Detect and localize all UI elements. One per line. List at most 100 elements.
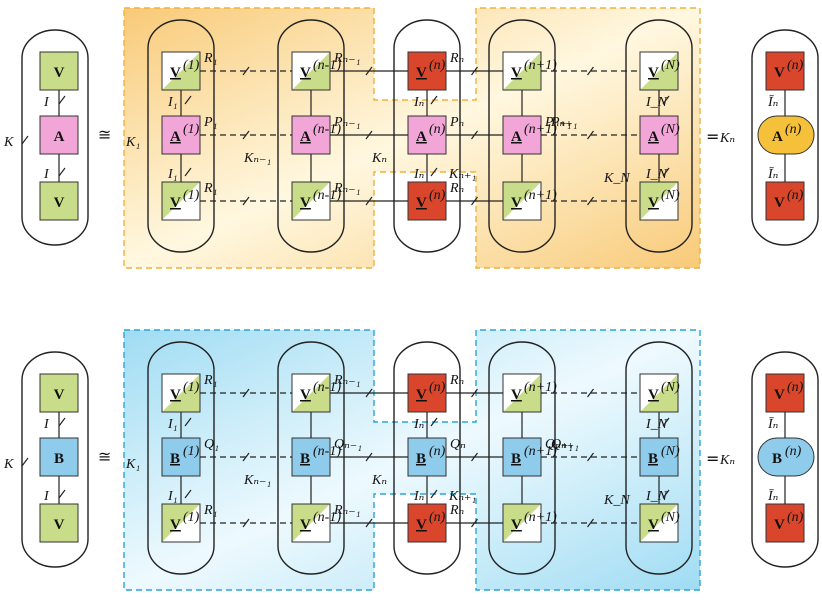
col3-node-bottom: V(n) [407, 503, 447, 543]
col2-node-bottom: V(n-1) [291, 181, 341, 221]
label-P: Pₙ₋₁ [333, 115, 360, 130]
label-P: Q₁ [204, 437, 219, 452]
label-R: R₁ [203, 503, 217, 518]
node-superscript: (1) [183, 380, 200, 395]
column-loop-4 [488, 19, 556, 253]
edge-slash [58, 489, 66, 499]
label-I: I [43, 167, 50, 182]
node-letter: V [416, 65, 427, 81]
right-loop [751, 351, 819, 568]
node-half [640, 504, 678, 542]
label-I-bar: Īₙ [767, 166, 779, 182]
edge-slash [587, 130, 594, 140]
col3-node-top: V(n) [407, 373, 447, 413]
edge-slash [184, 489, 192, 499]
edge-slash [21, 457, 29, 467]
node-letter: B [511, 451, 521, 467]
node-superscript: (n+1) [524, 122, 557, 137]
node-half [162, 374, 200, 412]
right-node-bottom: V(n) [765, 503, 805, 543]
node-superscript: (n-1) [313, 188, 341, 203]
edge-slash [184, 417, 192, 427]
label-K: Kₙ₊₁ [448, 489, 476, 504]
node-superscript: (n) [429, 444, 446, 459]
col5-node-core: A(N) [639, 115, 680, 155]
edge-slash [587, 452, 594, 462]
edge-slash [587, 388, 594, 398]
node-box [39, 51, 79, 91]
label-P: Qₙ [450, 437, 466, 452]
right-node-core-sup: (n) [785, 444, 802, 459]
edge-slash [471, 452, 478, 462]
node-half [640, 374, 678, 412]
node-half [503, 182, 541, 220]
column-loop-3 [393, 341, 461, 575]
node-letter: B [416, 451, 426, 467]
label-K: Kₙ₋₁ [243, 473, 271, 488]
node-box [39, 181, 79, 221]
label-R: Rₙ [449, 181, 465, 196]
label-I: I_N [645, 489, 668, 504]
edge-slash [430, 167, 438, 177]
label-R: Rₙ₋₁ [333, 181, 360, 196]
node-letter: V [648, 65, 659, 81]
label-P: Pₙ [449, 115, 465, 130]
left-node-core: A [39, 115, 79, 155]
node-letter: V [170, 387, 181, 403]
node-letter: A [511, 129, 522, 145]
label-I: Iₙ [413, 417, 425, 432]
edge-slash [471, 130, 478, 140]
label-P: Qₙ₋₁ [334, 437, 362, 452]
node-letter: B [54, 451, 64, 467]
node-superscript: (n-1) [313, 122, 341, 137]
edge-slash [365, 196, 373, 206]
congruent-symbol: ≅ [98, 125, 111, 144]
edge-slash [242, 388, 250, 398]
node-superscript: (n) [787, 510, 804, 525]
node-letter: V [170, 517, 181, 533]
node-superscript: (n) [429, 122, 446, 137]
edge-slash [471, 66, 478, 76]
edge-slash [58, 95, 66, 105]
col1-node-top: V(1) [161, 373, 201, 413]
left-loop [21, 29, 89, 246]
label-K: K [3, 457, 14, 472]
edge-slash [471, 196, 478, 206]
label-K: K [3, 135, 14, 150]
node-letter: V [774, 65, 785, 81]
node-letter: A [648, 129, 659, 145]
label-R: R₁ [203, 51, 217, 66]
edge-slash [242, 66, 250, 76]
edge-slash [587, 196, 594, 206]
node-letter: V [300, 387, 311, 403]
node-letter: A [170, 129, 181, 145]
node-superscript: (n-1) [313, 380, 341, 395]
column-loop-1 [147, 341, 215, 575]
label-R: Rₙ [449, 373, 465, 388]
node-superscript: (n-1) [313, 510, 341, 525]
node-half [162, 504, 200, 542]
node-half [640, 52, 678, 90]
col4-node-bottom: V(n+1) [502, 503, 557, 543]
label-I: I_N [645, 167, 668, 182]
column-loop-5 [625, 341, 693, 575]
col3-node-core: A(n) [407, 115, 447, 155]
node-superscript: (n) [429, 58, 446, 73]
edge-slash [365, 518, 373, 528]
edge-slash [58, 417, 66, 427]
col1-node-core: A(1) [161, 115, 201, 155]
right-node-top: V(n) [765, 373, 805, 413]
label-P: Qₙ₊₁ [545, 437, 573, 452]
column-loop-3 [393, 19, 461, 253]
node-superscript: (N) [661, 380, 680, 395]
node-box [39, 437, 79, 477]
node-superscript: (1) [183, 510, 200, 525]
column-loop-2 [277, 19, 345, 253]
label-K: Kₙ [371, 151, 387, 166]
col5-node-bottom: V(N) [639, 181, 680, 221]
congruent-symbol: ≅ [98, 447, 111, 466]
edge-slash [184, 167, 192, 177]
right-node-core-letter: B [772, 451, 782, 467]
node-superscript: (n+1) [524, 444, 557, 459]
edge-slash [365, 130, 373, 140]
